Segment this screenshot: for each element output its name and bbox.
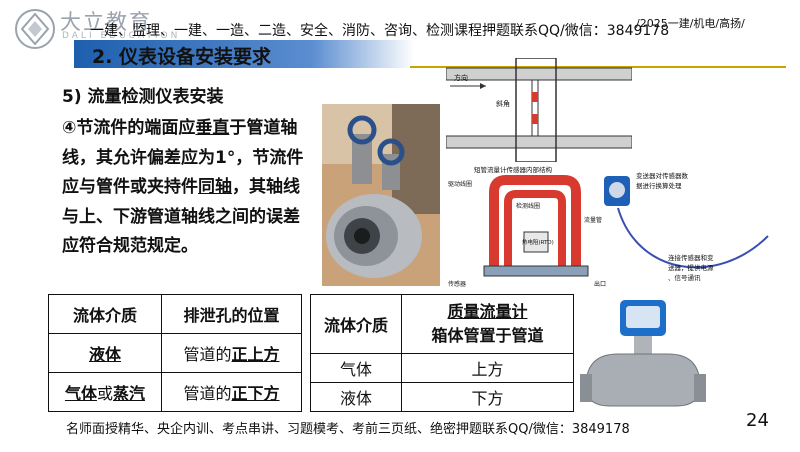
dali-logo-icon <box>15 9 55 49</box>
title-underline <box>410 66 786 68</box>
svg-text:传感器: 传感器 <box>448 280 466 288</box>
title-bar <box>74 40 414 68</box>
coriolis-sensor-diagram: 短管流量计传感器内部结构 驱动线圈 检测线圈 热电阻(RTD) 流量管 传感器 … <box>444 162 636 290</box>
drain-hole-table: 流体介质 排泄孔的位置 液体 管道的正上方 气体或蒸汽 管道的正下方 <box>48 294 302 412</box>
transmitter-diagram: 变送器对传感器数 据进行换算处理 连接传感器和变 送器，提供电源 、信号通讯 <box>604 171 769 282</box>
page-number: 24 <box>746 410 769 431</box>
table-header: 排泄孔的位置 <box>161 294 302 334</box>
svg-text:短管流量计传感器内部结构: 短管流量计传感器内部结构 <box>474 165 553 174</box>
footer-ticker: 名师面授精华、央企内训、考点串讲、习题模考、考前三页纸、绝密押题联系QQ/微信：… <box>66 422 630 437</box>
emphasis-vertical: 垂直 <box>195 118 230 138</box>
table-row: 液体 管道的正上方 <box>48 333 302 373</box>
svg-text:检测线圈: 检测线圈 <box>516 202 540 210</box>
table-cell: 管道的正下方 <box>161 372 302 412</box>
svg-text:、信号通讯: 、信号通讯 <box>668 273 701 282</box>
table-cell: 气体 <box>310 353 402 383</box>
svg-text:连接传感器和变: 连接传感器和变 <box>668 253 714 262</box>
svg-text:变送器对传感器数: 变送器对传感器数 <box>636 171 689 180</box>
mass-flowmeter-photo <box>580 300 706 407</box>
mass-flowmeter-table: 流体介质 质量流量计箱体管置于管道 气体 上方 液体 下方 <box>310 294 574 412</box>
svg-text:据进行换算处理: 据进行换算处理 <box>636 181 682 190</box>
table-header-row: 流体介质 质量流量计箱体管置于管道 <box>310 294 574 354</box>
brand-name: 大立教育 <box>60 10 152 34</box>
emphasis-coaxial: 同轴 <box>198 177 232 197</box>
table-cell: 管道的正上方 <box>161 333 302 373</box>
table-cell: 下方 <box>401 382 574 412</box>
section-heading: 5) 流量检测仪表安装 <box>62 87 224 107</box>
svg-text:出口: 出口 <box>594 280 606 288</box>
page-title: 2. 仪表设备安装要求 <box>92 46 272 68</box>
brand-subtitle: DALI EDUCATION <box>62 31 181 41</box>
table-header: 流体介质 <box>48 294 162 334</box>
svg-text:热电阻(RTD): 热电阻(RTD) <box>522 238 554 246</box>
table-row: 气体或蒸汽 管道的正下方 <box>48 372 302 412</box>
course-tag: /2025一建/机电/高扬/ <box>636 17 745 30</box>
table-row: 液体 下方 <box>310 382 574 412</box>
svg-text:送器，提供电源: 送器，提供电源 <box>668 263 714 272</box>
orifice-flange-photo <box>322 104 440 286</box>
table-header-row: 流体介质 排泄孔的位置 <box>48 294 302 334</box>
table-header: 质量流量计箱体管置于管道 <box>401 294 574 354</box>
body-paragraph: ④节流件的端面应垂直于管道轴线，其允许偏差应为1°，节流件应与管件或夹持件同轴，… <box>62 118 304 256</box>
table-cell: 上方 <box>401 353 574 383</box>
angle-label: 斜角 <box>496 99 510 108</box>
flow-direction-label: 方向 <box>454 73 468 82</box>
table-cell: 气体或蒸汽 <box>48 372 162 412</box>
header-ticker: 一建、监理、一建、一造、二造、安全、消防、咨询、检测课程押题联系QQ/微信：38… <box>90 23 670 39</box>
table-header: 流体介质 <box>310 294 402 354</box>
svg-text:流量管: 流量管 <box>584 216 602 224</box>
table-row: 气体 上方 <box>310 353 574 383</box>
table-cell: 液体 <box>310 382 402 412</box>
orifice-section-diagram: 方向 斜角 <box>446 58 632 162</box>
svg-text:驱动线圈: 驱动线圈 <box>448 180 472 188</box>
table-cell: 液体 <box>48 333 162 373</box>
